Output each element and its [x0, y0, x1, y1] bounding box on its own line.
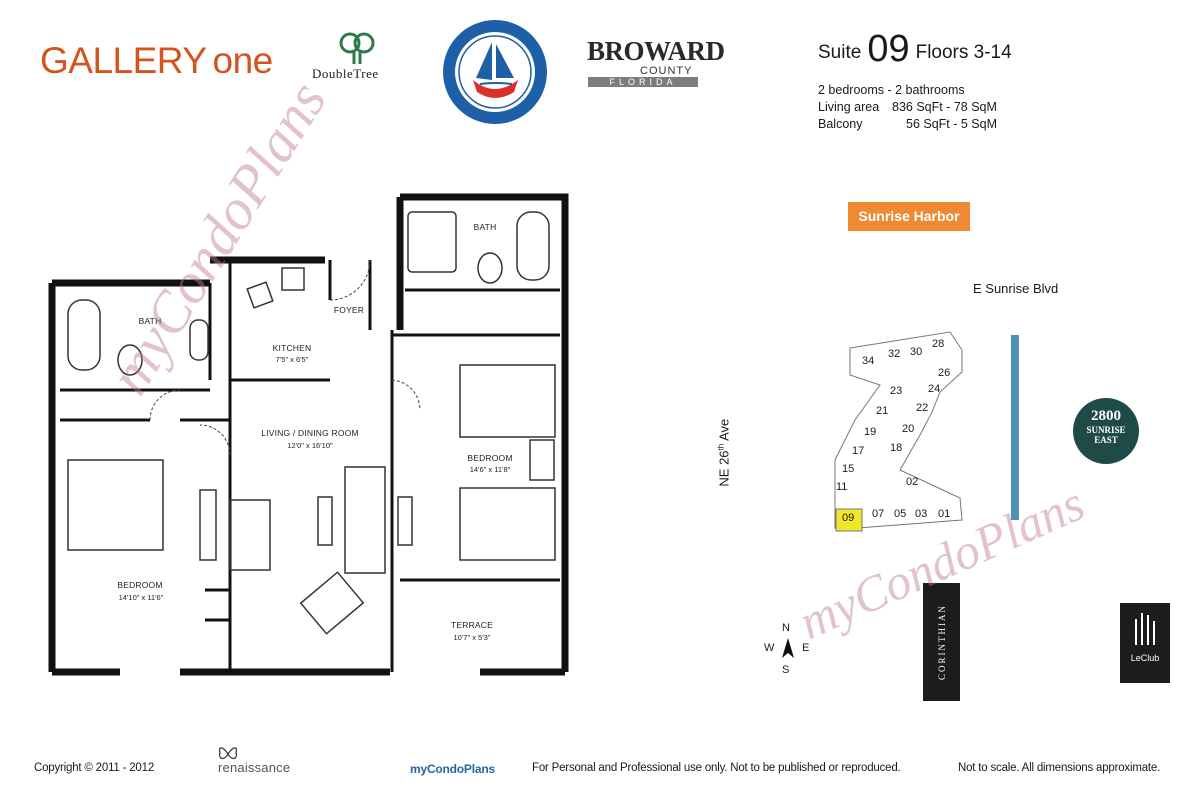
room-dim-terrace: 10'7" x 5'3" — [453, 633, 491, 642]
unit-label-02: 02 — [906, 476, 919, 488]
floor-plan-drawing — [48, 193, 569, 676]
renaissance-butterfly-icon — [218, 747, 238, 759]
suite-balcony: Balcony 56 SqFt - 5 SqM — [818, 116, 997, 132]
room-label-foyer: FOYER — [333, 305, 365, 315]
compass-s: S — [782, 664, 790, 676]
unit-label-28: 28 — [932, 338, 945, 350]
unit-label-34: 34 — [862, 355, 875, 367]
e-sunrise-blvd-label: E Sunrise Blvd — [973, 281, 1059, 296]
footer-mycondoplans: myCondoPlans — [410, 762, 495, 776]
gallery-word: GALLERY — [40, 40, 207, 81]
unit-label-21: 21 — [876, 405, 889, 417]
unit-label-01: 01 — [938, 508, 951, 520]
unit-label-30: 30 — [910, 346, 923, 358]
ne-ave-prefix: NE 26 — [716, 450, 732, 487]
leclub-logo: LeClub — [1120, 603, 1170, 683]
unit-label-17: 17 — [852, 445, 865, 457]
room-dim-living: 12'0" x 16'10" — [287, 441, 333, 450]
corinthian-building: CORINTHIAN — [923, 583, 960, 701]
unit-label-22: 22 — [916, 402, 929, 414]
footer-copyright: Copyright © 2011 - 2012 — [34, 762, 155, 774]
room-dim-kitchen: 7'5" x 6'5" — [275, 355, 309, 364]
ne-ave-sup: th — [716, 443, 726, 451]
suite-bed-bath: 2 bedrooms - 2 bathrooms — [818, 83, 965, 97]
balcony-value: 56 SqFt - 5 SqM — [906, 117, 998, 131]
ne-26th-ave-label: NE 26th Ave — [716, 419, 731, 487]
unit-label-03: 03 — [915, 508, 928, 520]
unit-label-09: 09 — [842, 512, 855, 524]
footer-usage-notice: For Personal and Professional use only. … — [532, 762, 901, 774]
room-label-bath-right: BATH — [473, 222, 497, 232]
unit-label-05: 05 — [894, 508, 907, 520]
compass-rose: N S E W — [762, 622, 814, 678]
room-dim-bedroom-left: 14'10" x 11'6" — [118, 593, 164, 602]
broward-logo-florida: FLORIDA — [588, 77, 698, 87]
renaissance-text: renaissance — [218, 760, 291, 775]
unit-label-15: 15 — [842, 463, 855, 475]
unit-label-32: 32 — [888, 348, 901, 360]
suite-living-area: Living area 836 SqFt - 78 SqM — [818, 99, 997, 115]
room-label-terrace: TERRACE — [450, 620, 494, 630]
unit-label-19: 19 — [864, 426, 877, 438]
doubletree-tree-icon — [339, 32, 375, 64]
corinthian-label: CORINTHIAN — [936, 604, 947, 680]
fort-lauderdale-seal-icon — [443, 20, 547, 124]
unit-label-23: 23 — [890, 385, 903, 397]
leclub-label: LeClub — [1130, 653, 1160, 663]
unit-label-24: 24 — [928, 383, 941, 395]
suite-label: Suite — [818, 42, 862, 63]
building-site-plan — [834, 331, 963, 532]
broward-logo-title: BROWARD — [587, 36, 725, 66]
badge-2800-sunrise-east: 2800 SUNRISE EAST — [1073, 398, 1139, 464]
unit-label-20: 20 — [902, 423, 915, 435]
one-word: one — [212, 40, 274, 81]
room-label-kitchen: KITCHEN — [272, 343, 312, 353]
leclub-tower-icon — [1135, 613, 1155, 645]
ne-ave-suffix: Ave — [716, 418, 732, 444]
doubletree-logo-text: DoubleTree — [312, 66, 379, 81]
highlighted-unit-box — [835, 508, 863, 532]
badge-sunrise-word: SUNRISE — [1086, 425, 1126, 435]
footer-scale-notice: Not to scale. All dimensions approximate… — [958, 762, 1161, 774]
compass-arrow-icon — [782, 638, 794, 658]
sunrise-harbor-label: Sunrise Harbor — [848, 202, 970, 231]
living-area-label: Living area — [818, 100, 880, 114]
room-label-bath-left: BATH — [138, 316, 162, 326]
room-dim-bedroom-right: 14'6" x 11'8" — [469, 465, 511, 474]
suite-number: 09 — [867, 28, 910, 70]
compass-n: N — [782, 622, 790, 634]
room-label-living: LIVING / DINING ROOM — [261, 428, 359, 438]
waterway-bar — [1011, 335, 1019, 520]
balcony-label: Balcony — [818, 117, 863, 131]
unit-label-11: 11 — [836, 481, 848, 493]
compass-e: E — [802, 642, 810, 654]
unit-label-18: 18 — [890, 442, 903, 454]
unit-label-26: 26 — [938, 367, 951, 379]
room-label-bedroom-right: BEDROOM — [467, 453, 513, 463]
suite-floors: Floors 3-14 — [915, 42, 1012, 63]
broward-logo-county: COUNTY — [640, 65, 693, 77]
badge-east-word: EAST — [1094, 435, 1118, 445]
unit-label-07: 07 — [872, 508, 885, 520]
compass-w: W — [764, 642, 775, 654]
badge-2800-number: 2800 — [1091, 408, 1121, 424]
living-area-value: 836 SqFt - 78 SqM — [892, 100, 997, 114]
room-label-bedroom-left: BEDROOM — [117, 580, 163, 590]
